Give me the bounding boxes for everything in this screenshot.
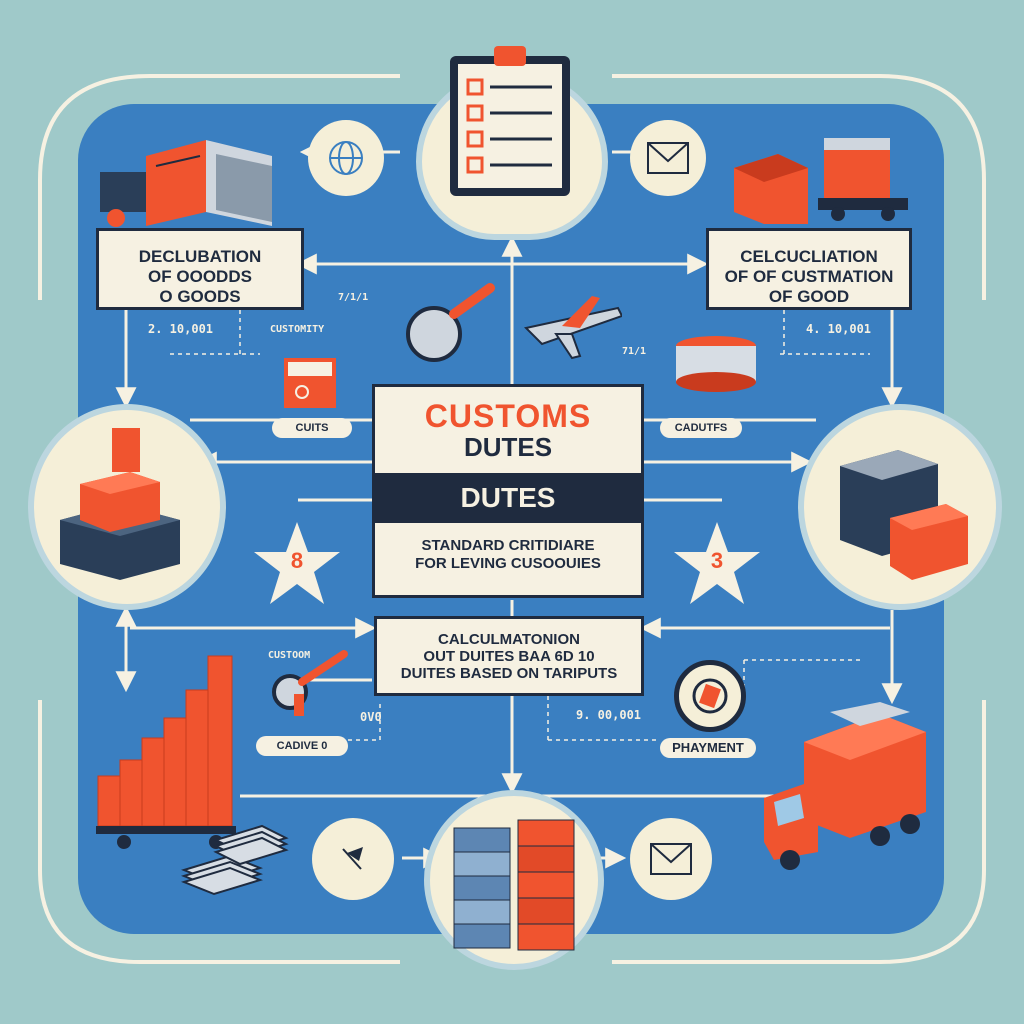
airplane-icon — [523, 296, 622, 360]
center-description: STANDARD CRITIDIARE FOR LEVING CUSOOUIES — [415, 537, 601, 572]
calculation-step: CELCUCLIATION OF OF CUSTMATION OF GOOD — [706, 228, 912, 310]
center-subtitle: DUTES — [463, 432, 553, 462]
star-left: 8 — [252, 520, 342, 606]
ratio-right: 71/1 — [622, 346, 647, 357]
envelope-icon — [647, 142, 689, 174]
center-band: DUTES — [375, 473, 641, 523]
declaration-text: DECLUBATION OF OOODDS O GOODS — [138, 247, 262, 306]
magnifier-scale-icon — [272, 650, 348, 716]
container-stack-icon — [60, 428, 180, 580]
cable-spool-icon — [676, 336, 756, 392]
code-right: 4. 10,001 — [806, 322, 872, 336]
cash-register-icon — [284, 358, 336, 408]
money-stacks-icon — [180, 824, 289, 896]
code-bottom-right: 9. 00,001 — [576, 708, 642, 722]
custom-bottom-label: CUSTOOM — [268, 650, 311, 661]
customs-duties-card: CUSTOMS DUTES DUTES STANDARD CRITIDIARE … — [372, 384, 644, 598]
shipping-containers-icon — [734, 138, 908, 224]
globe-circle — [308, 120, 384, 196]
envelope-circle-bottom — [630, 818, 712, 900]
code-bottom-left: 0V0 — [360, 710, 382, 724]
clipboard-checklist-icon — [450, 46, 570, 196]
star-left-shape — [254, 522, 340, 604]
star-right: 3 — [672, 520, 762, 606]
right-circle — [798, 404, 1002, 610]
star-right-number: 3 — [710, 548, 724, 573]
ratio-top: 7/1/1 — [338, 292, 369, 303]
envelope-circle-top — [630, 120, 706, 196]
star-left-number: 8 — [290, 548, 304, 573]
duties-pill-right: CADUTFS — [660, 418, 742, 438]
truck-containers-icon — [100, 140, 272, 227]
star-right-shape — [674, 522, 760, 604]
payment-pill: PHAYMENT — [660, 738, 756, 758]
cargo-stack-icon — [453, 819, 575, 951]
center-title: CUSTOMS — [424, 398, 592, 434]
calculation-card: CALCULMATONION OUT DUITES BAA 6D 10 DUIT… — [374, 616, 644, 696]
payment-circle — [674, 660, 746, 732]
coin-payment-icon — [692, 678, 728, 714]
duties-pill-left: CUITS — [272, 418, 352, 438]
cargo-containers-right-icon — [840, 450, 968, 580]
delivery-truck-icon — [764, 702, 926, 870]
globe-icon — [329, 141, 363, 175]
code-left: 2. 10,001 — [148, 322, 214, 336]
bottom-left-pill: CADIVE 0 — [256, 736, 348, 756]
declaration-step: DECLUBATION OF OOODDS O GOODS — [96, 228, 304, 310]
flag-icon — [342, 847, 363, 870]
envelope-icon — [650, 843, 692, 875]
calculation-text: CELCUCLIATION OF OF CUSTMATION OF GOOD — [724, 247, 894, 306]
calculation-card-text: CALCULMATONION OUT DUITES BAA 6D 10 DUIT… — [400, 631, 618, 682]
flag-circle — [312, 818, 394, 900]
magnifier-icon — [406, 283, 495, 362]
customs-small-label: CUSTOMITY — [270, 324, 325, 335]
